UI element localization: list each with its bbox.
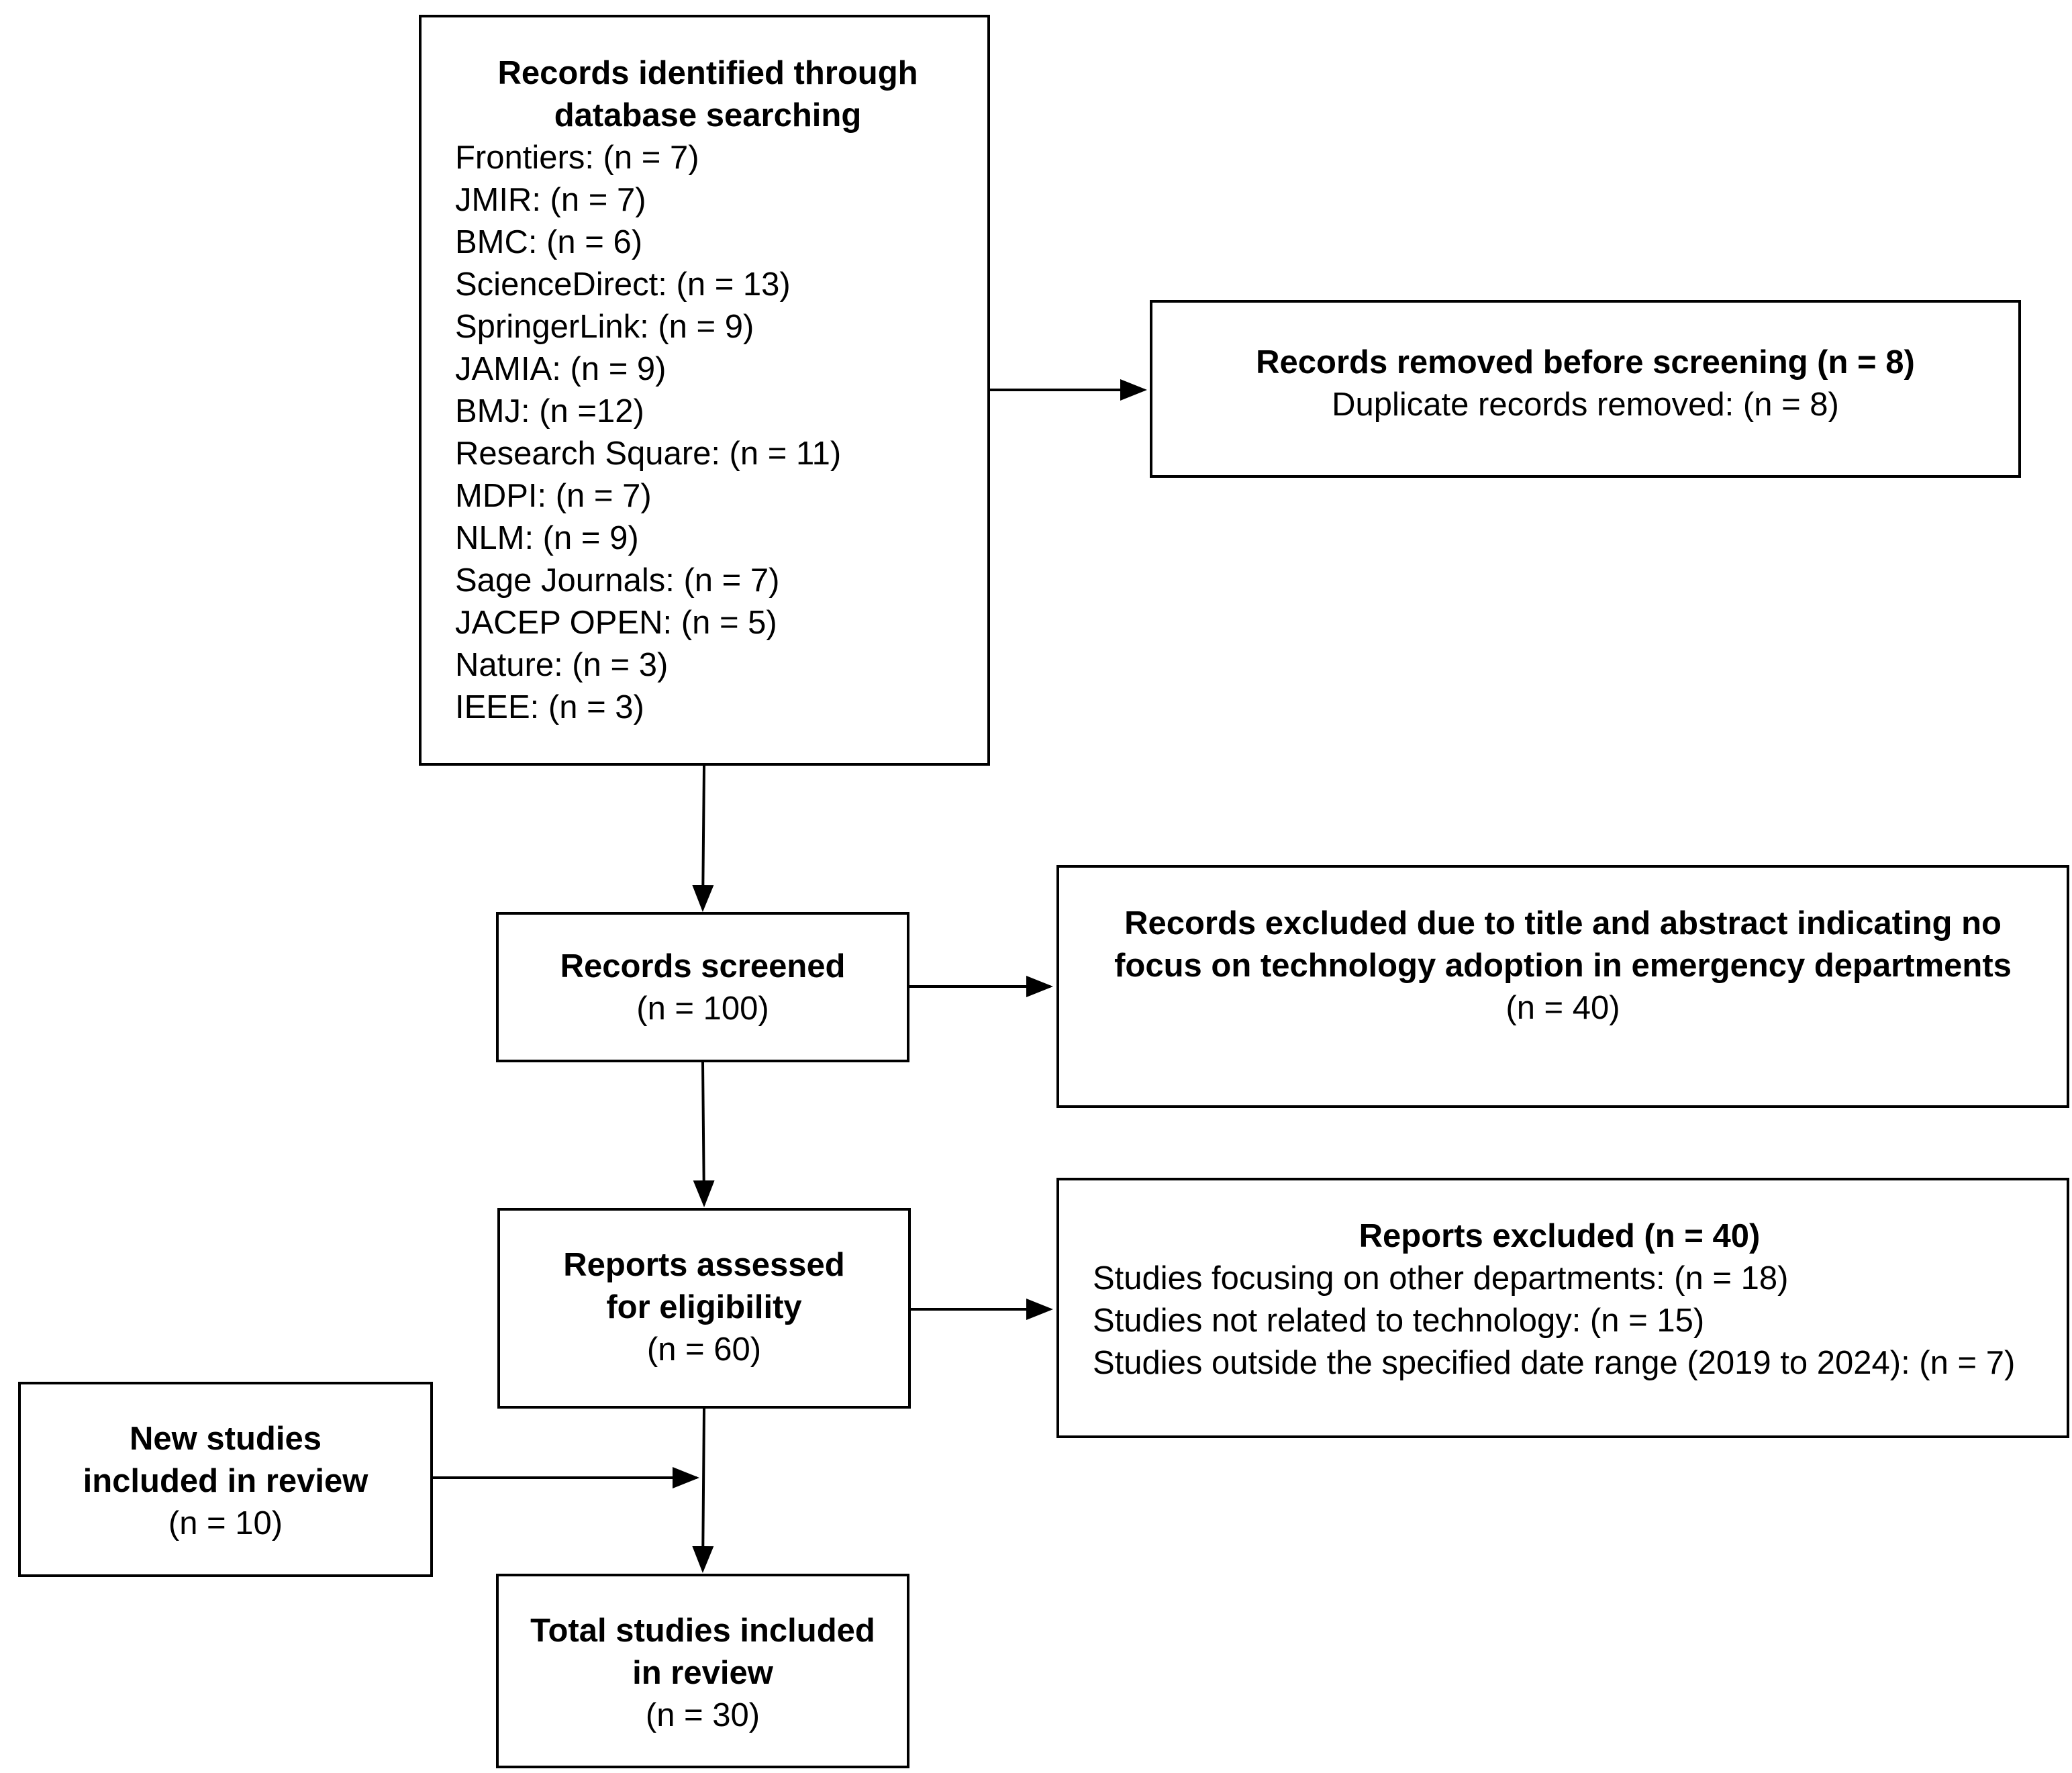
- reports-excluded-box: Reports excluded (n = 40) Studies focusi…: [1056, 1178, 2069, 1438]
- total-studies-count: (n = 30): [645, 1697, 760, 1733]
- reports-assessed-count: (n = 60): [646, 1331, 762, 1368]
- source-item: Frontiers: (n = 7): [455, 140, 699, 176]
- source-item: Research Square: (n = 11): [455, 436, 842, 472]
- reports-excluded-title: Reports excluded (n = 40): [1359, 1218, 1761, 1254]
- source-item: ScienceDirect: (n = 13): [455, 266, 791, 303]
- records-excluded-box: Records excluded due to title and abstra…: [1056, 865, 2069, 1108]
- total-studies-box: Total studies included in review (n = 30…: [496, 1574, 909, 1768]
- exclusion-reason: Studies outside the specified date range…: [1093, 1345, 2016, 1381]
- source-item: MDPI: (n = 7): [455, 478, 652, 514]
- new-studies-box: New studies included in review (n = 10): [18, 1382, 433, 1577]
- reports-assessed-title: Reports assessed for eligibility: [563, 1247, 845, 1325]
- records-excluded-title: Records excluded due to title and abstra…: [1114, 905, 2012, 984]
- source-list: Frontiers: (n = 7) JMIR: (n = 7) BMC: (n…: [455, 137, 960, 729]
- source-item: SpringerLink: (n = 9): [455, 309, 754, 345]
- arrow-screened-to-assessed: [693, 1062, 715, 1207]
- total-studies-title: Total studies included in review: [530, 1613, 875, 1691]
- records-identified-box: Records identified through database sear…: [419, 15, 990, 766]
- records-removed-detail: Duplicate records removed: (n = 8): [1332, 387, 1839, 423]
- source-item: JACEP OPEN: (n = 5): [455, 605, 777, 641]
- source-item: Sage Journals: (n = 7): [455, 562, 780, 599]
- arrow-assessed-to-total: [692, 1408, 714, 1573]
- source-item: JAMIA: (n = 9): [455, 351, 667, 387]
- new-studies-count: (n = 10): [168, 1505, 283, 1541]
- records-removed-title: Records removed before screening (n = 8): [1256, 344, 1915, 381]
- source-item: BMC: (n = 6): [455, 224, 643, 260]
- records-excluded-count: (n = 40): [1506, 990, 1620, 1026]
- arrow-identified-to-screened: [692, 765, 714, 912]
- records-screened-title: Records screened: [560, 948, 846, 984]
- records-identified-title: Records identified through database sear…: [497, 55, 918, 134]
- source-item: Nature: (n = 3): [455, 647, 669, 683]
- source-item: BMJ: (n =12): [455, 393, 644, 429]
- exclusion-reason: Studies focusing on other departments: (…: [1093, 1260, 1789, 1297]
- reports-assessed-box: Reports assessed for eligibility (n = 60…: [497, 1208, 911, 1409]
- exclusion-reasons: Studies focusing on other departments: (…: [1093, 1258, 2026, 1384]
- records-removed-box: Records removed before screening (n = 8)…: [1150, 300, 2021, 478]
- source-item: IEEE: (n = 3): [455, 689, 644, 725]
- records-screened-box: Records screened (n = 100): [496, 912, 909, 1062]
- exclusion-reason: Studies not related to technology: (n = …: [1093, 1303, 1705, 1339]
- source-item: NLM: (n = 9): [455, 520, 639, 556]
- new-studies-title: New studies included in review: [83, 1421, 368, 1499]
- source-item: JMIR: (n = 7): [455, 182, 646, 218]
- records-screened-count: (n = 100): [636, 991, 769, 1027]
